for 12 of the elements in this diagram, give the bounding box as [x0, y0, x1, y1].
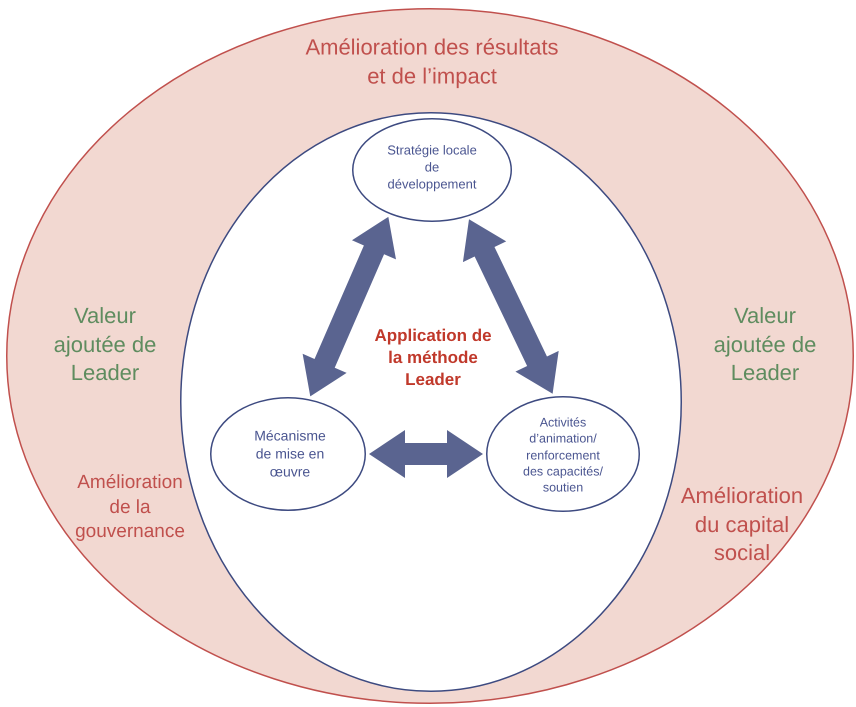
added-value-label: Valeur ajoutée de Leader [53, 302, 157, 388]
outcome-label: Amélioration des résultats et de l’impact [304, 33, 560, 90]
double-arrow [302, 216, 396, 396]
outcome-label: Amélioration du capital social [680, 482, 804, 568]
component-label: Stratégie locale de développement [387, 142, 477, 194]
double-arrow [462, 219, 559, 394]
outcome-label: Amélioration de la gouvernance [74, 470, 186, 544]
component-label: Mécanisme de mise en œuvre [253, 426, 327, 482]
added-value-label: Valeur ajoutée de Leader [713, 302, 817, 388]
center-title: Application de la méthode Leader [373, 324, 493, 392]
double-arrow [369, 430, 483, 478]
component-label: Activités d’animation/ renforcement des capacités/ soutien [522, 414, 604, 496]
